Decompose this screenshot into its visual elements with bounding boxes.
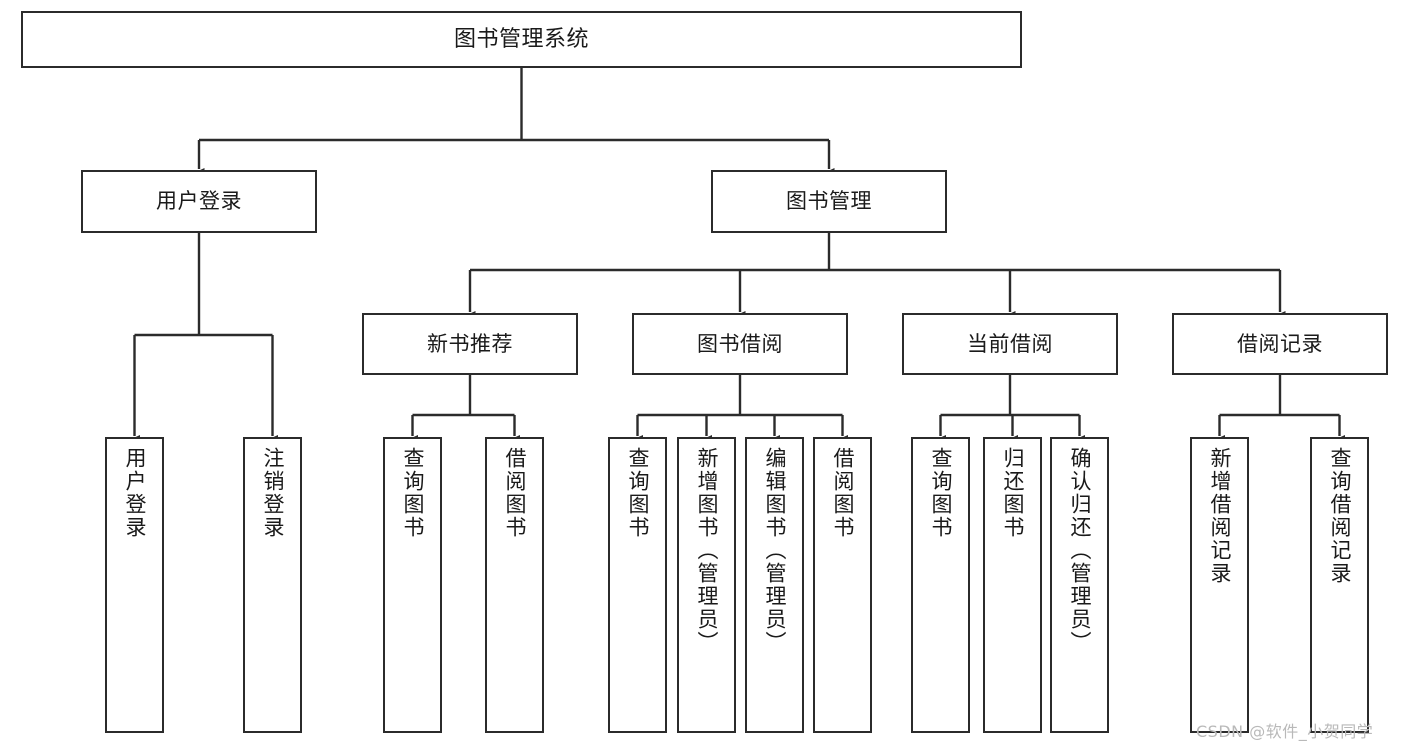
node-leaf-br-add[interactable]: 新增借阅记录 bbox=[1190, 437, 1249, 733]
node-leaf-bb-borrow[interactable]: 借阅图书 bbox=[813, 437, 872, 733]
node-label-leaf-user-login: 用户登录 bbox=[123, 447, 147, 539]
node-leaf-rec-query[interactable]: 查询图书 bbox=[383, 437, 442, 733]
node-label-leaf-bb-edit: 编辑图书（管理员） bbox=[763, 447, 787, 654]
node-label-leaf-bb-borrow: 借阅图书 bbox=[831, 447, 855, 539]
node-label-current-borrow: 当前借阅 bbox=[967, 331, 1053, 356]
node-leaf-bb-add[interactable]: 新增图书（管理员） bbox=[677, 437, 736, 733]
node-leaf-user-login[interactable]: 用户登录 bbox=[105, 437, 164, 733]
node-book-manage[interactable]: 图书管理 bbox=[711, 170, 947, 233]
node-label-leaf-br-add: 新增借阅记录 bbox=[1208, 447, 1232, 585]
node-leaf-cb-query[interactable]: 查询图书 bbox=[911, 437, 970, 733]
node-leaf-rec-borrow[interactable]: 借阅图书 bbox=[485, 437, 544, 733]
node-label-leaf-cb-query: 查询图书 bbox=[929, 447, 953, 539]
csdn-watermark: CSDN @软件_小贺同学 bbox=[1196, 722, 1374, 741]
node-borrow-record[interactable]: 借阅记录 bbox=[1172, 313, 1388, 375]
node-label-leaf-cb-confirm: 确认归还（管理员） bbox=[1068, 447, 1092, 654]
node-label-book-borrow: 图书借阅 bbox=[697, 331, 783, 356]
node-user-login[interactable]: 用户登录 bbox=[81, 170, 317, 233]
node-label-leaf-logout: 注销登录 bbox=[261, 447, 285, 539]
node-root[interactable]: 图书管理系统 bbox=[21, 11, 1022, 68]
node-label-leaf-rec-borrow: 借阅图书 bbox=[503, 447, 527, 539]
node-label-leaf-cb-return: 归还图书 bbox=[1001, 447, 1025, 539]
node-label-new-book-rec: 新书推荐 bbox=[427, 331, 513, 356]
node-leaf-logout[interactable]: 注销登录 bbox=[243, 437, 302, 733]
node-leaf-br-query[interactable]: 查询借阅记录 bbox=[1310, 437, 1369, 733]
node-label-leaf-rec-query: 查询图书 bbox=[401, 447, 425, 539]
node-leaf-cb-confirm[interactable]: 确认归还（管理员） bbox=[1050, 437, 1109, 733]
node-label-root: 图书管理系统 bbox=[453, 26, 589, 52]
node-leaf-bb-edit[interactable]: 编辑图书（管理员） bbox=[745, 437, 804, 733]
node-leaf-cb-return[interactable]: 归还图书 bbox=[983, 437, 1042, 733]
node-label-book-manage: 图书管理 bbox=[786, 189, 872, 214]
node-label-user-login: 用户登录 bbox=[156, 189, 242, 214]
node-book-borrow[interactable]: 图书借阅 bbox=[632, 313, 848, 375]
node-label-borrow-record: 借阅记录 bbox=[1237, 331, 1323, 356]
node-new-book-rec[interactable]: 新书推荐 bbox=[362, 313, 578, 375]
node-label-leaf-br-query: 查询借阅记录 bbox=[1328, 447, 1352, 585]
node-label-leaf-bb-query: 查询图书 bbox=[626, 447, 650, 539]
node-leaf-bb-query[interactable]: 查询图书 bbox=[608, 437, 667, 733]
node-label-leaf-bb-add: 新增图书（管理员） bbox=[695, 447, 719, 654]
node-current-borrow[interactable]: 当前借阅 bbox=[902, 313, 1118, 375]
